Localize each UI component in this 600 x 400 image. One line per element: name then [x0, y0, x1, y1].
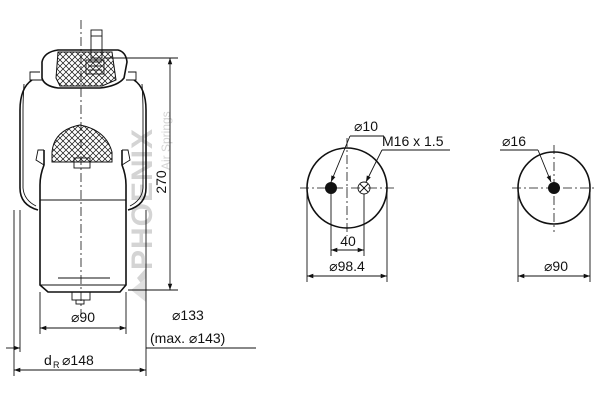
watermark-logo-icon — [131, 268, 146, 302]
bottom-plate-view: ⌀16 ⌀90 — [500, 133, 596, 282]
piston-diameter-dimension: ⌀90 — [39, 292, 127, 334]
max-diameter-label: (max. ⌀143) — [150, 330, 225, 346]
bottom-plate-diameter-label: ⌀90 — [544, 258, 568, 274]
bead-diameter-label: ⌀133 — [172, 307, 204, 323]
top-hole-diameter-label: ⌀10 — [354, 118, 378, 134]
overall-diameter-label: ⌀148 — [62, 352, 94, 368]
bead-diameter-dimension: ⌀133 (max. ⌀143) — [6, 210, 256, 352]
top-bead-plate — [29, 49, 137, 89]
piston — [35, 124, 131, 293]
piston-diameter-label: ⌀90 — [71, 309, 95, 325]
watermark-brand: PHOENIX — [126, 128, 159, 270]
overall-diameter-subscript: R — [53, 360, 60, 370]
bottom-hole-diameter-label: ⌀16 — [502, 133, 526, 149]
air-inlet-hole-icon — [325, 182, 337, 194]
overall-diameter-dimension: d R ⌀148 — [13, 210, 147, 376]
overall-diameter-symbol: d — [44, 352, 52, 368]
bottom-hole-icon — [548, 182, 560, 194]
thread-label: M16 x 1.5 — [382, 133, 444, 149]
bellows — [19, 79, 147, 211]
top-plate-view: ⌀10 M16 x 1.5 40 ⌀98.4 — [300, 118, 450, 282]
hole-spacing-label: 40 — [340, 233, 356, 249]
top-plate-diameter-label: ⌀98.4 — [329, 258, 365, 274]
height-label: 270 — [153, 170, 169, 194]
watermark-tagline: Air Springs — [159, 111, 173, 170]
height-dimension: 270 — [104, 57, 178, 291]
air-spring-side-view: 270 ⌀90 ⌀133 (max. ⌀143) d R ⌀148 — [6, 20, 256, 376]
